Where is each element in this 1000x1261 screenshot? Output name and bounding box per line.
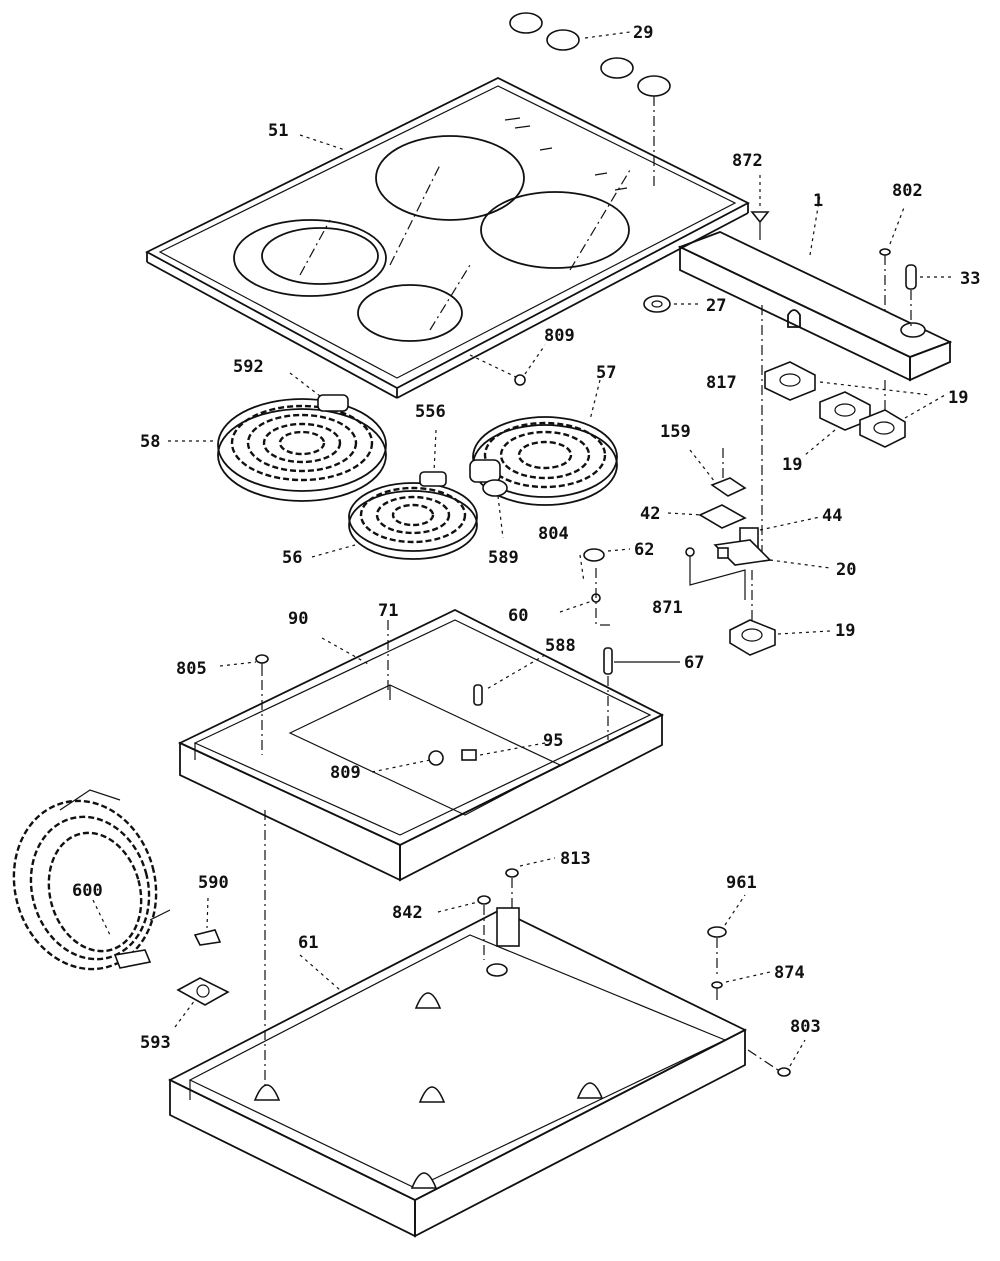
callout-842: 842: [392, 903, 423, 923]
screw-parts-804-62-60: [559, 548, 631, 626]
callout-56: 56: [282, 548, 302, 568]
callout-20: 20: [836, 560, 856, 580]
callout-817: 817: [706, 373, 737, 393]
clip-part-809-top: [469, 344, 546, 386]
callout-804: 804: [538, 524, 569, 544]
callout-29: 29: [633, 23, 653, 43]
screw-parts-961-874-803: [707, 894, 806, 1077]
clip-part-590: [193, 897, 222, 946]
callout-593: 593: [140, 1033, 171, 1053]
callout-813: 813: [560, 849, 591, 869]
callout-589: 589: [488, 548, 519, 568]
heating-element-part-58: [168, 372, 387, 502]
screw-part-802: [879, 204, 906, 310]
bracket-assembly-parts-159-42-44-20: [667, 448, 831, 569]
callout-62: 62: [634, 540, 654, 560]
callout-556: 556: [415, 402, 446, 422]
switch-part-19-upper: [764, 361, 946, 456]
bracket-part-593: [174, 977, 230, 1028]
callout-27: 27: [706, 296, 726, 316]
switch-part-19-lower: [729, 619, 831, 656]
callout-592: 592: [233, 357, 264, 377]
callout-57: 57: [596, 363, 616, 383]
callout-61: 61: [298, 933, 318, 953]
callout-71: 71: [378, 601, 398, 621]
callout-58: 58: [140, 432, 160, 452]
knob-caps-part-29: [509, 12, 671, 190]
pin-part-67: [603, 647, 680, 740]
screw-part-872: [750, 175, 770, 240]
callout-44: 44: [822, 506, 842, 526]
callout-872: 872: [732, 151, 763, 171]
glass-cooktop-part-51: [145, 76, 750, 399]
callout-95: 95: [543, 731, 563, 751]
callout-874: 874: [774, 963, 805, 983]
callout-803: 803: [790, 1017, 821, 1037]
callout-588: 588: [545, 636, 576, 656]
screw-part-805: [219, 654, 269, 755]
callout-871: 871: [652, 598, 683, 618]
callout-1: 1: [813, 191, 823, 211]
bottom-box-part-61: [167, 907, 748, 1238]
callout-802: 802: [892, 181, 923, 201]
screw-parts-842-813: [437, 857, 556, 960]
callout-805: 805: [176, 659, 207, 679]
callout-809-top: 809: [544, 326, 575, 346]
grommet-part-27: [643, 295, 700, 313]
callout-67: 67: [684, 653, 704, 673]
callout-19-mid: 19: [782, 455, 802, 475]
callout-33: 33: [960, 269, 980, 289]
callout-51: 51: [268, 121, 288, 141]
callout-159: 159: [660, 422, 691, 442]
callout-19-low: 19: [835, 621, 855, 641]
callout-590: 590: [198, 873, 229, 893]
wire-part-871: [685, 547, 753, 622]
callout-19-top-right: 19: [948, 388, 968, 408]
callout-90: 90: [288, 609, 308, 629]
callout-60: 60: [508, 606, 528, 626]
screw-part-33: [905, 264, 955, 330]
callout-809-bottom: 809: [330, 763, 361, 783]
callout-961: 961: [726, 873, 757, 893]
control-rail-part-1: [677, 194, 953, 560]
heating-element-part-57: [469, 379, 618, 539]
wiring-harness-part-600: [12, 789, 171, 971]
burner-box-part-90: [177, 608, 665, 882]
callout-42: 42: [640, 504, 660, 524]
heating-element-part-56: [311, 429, 478, 560]
callout-600: 600: [72, 881, 103, 901]
